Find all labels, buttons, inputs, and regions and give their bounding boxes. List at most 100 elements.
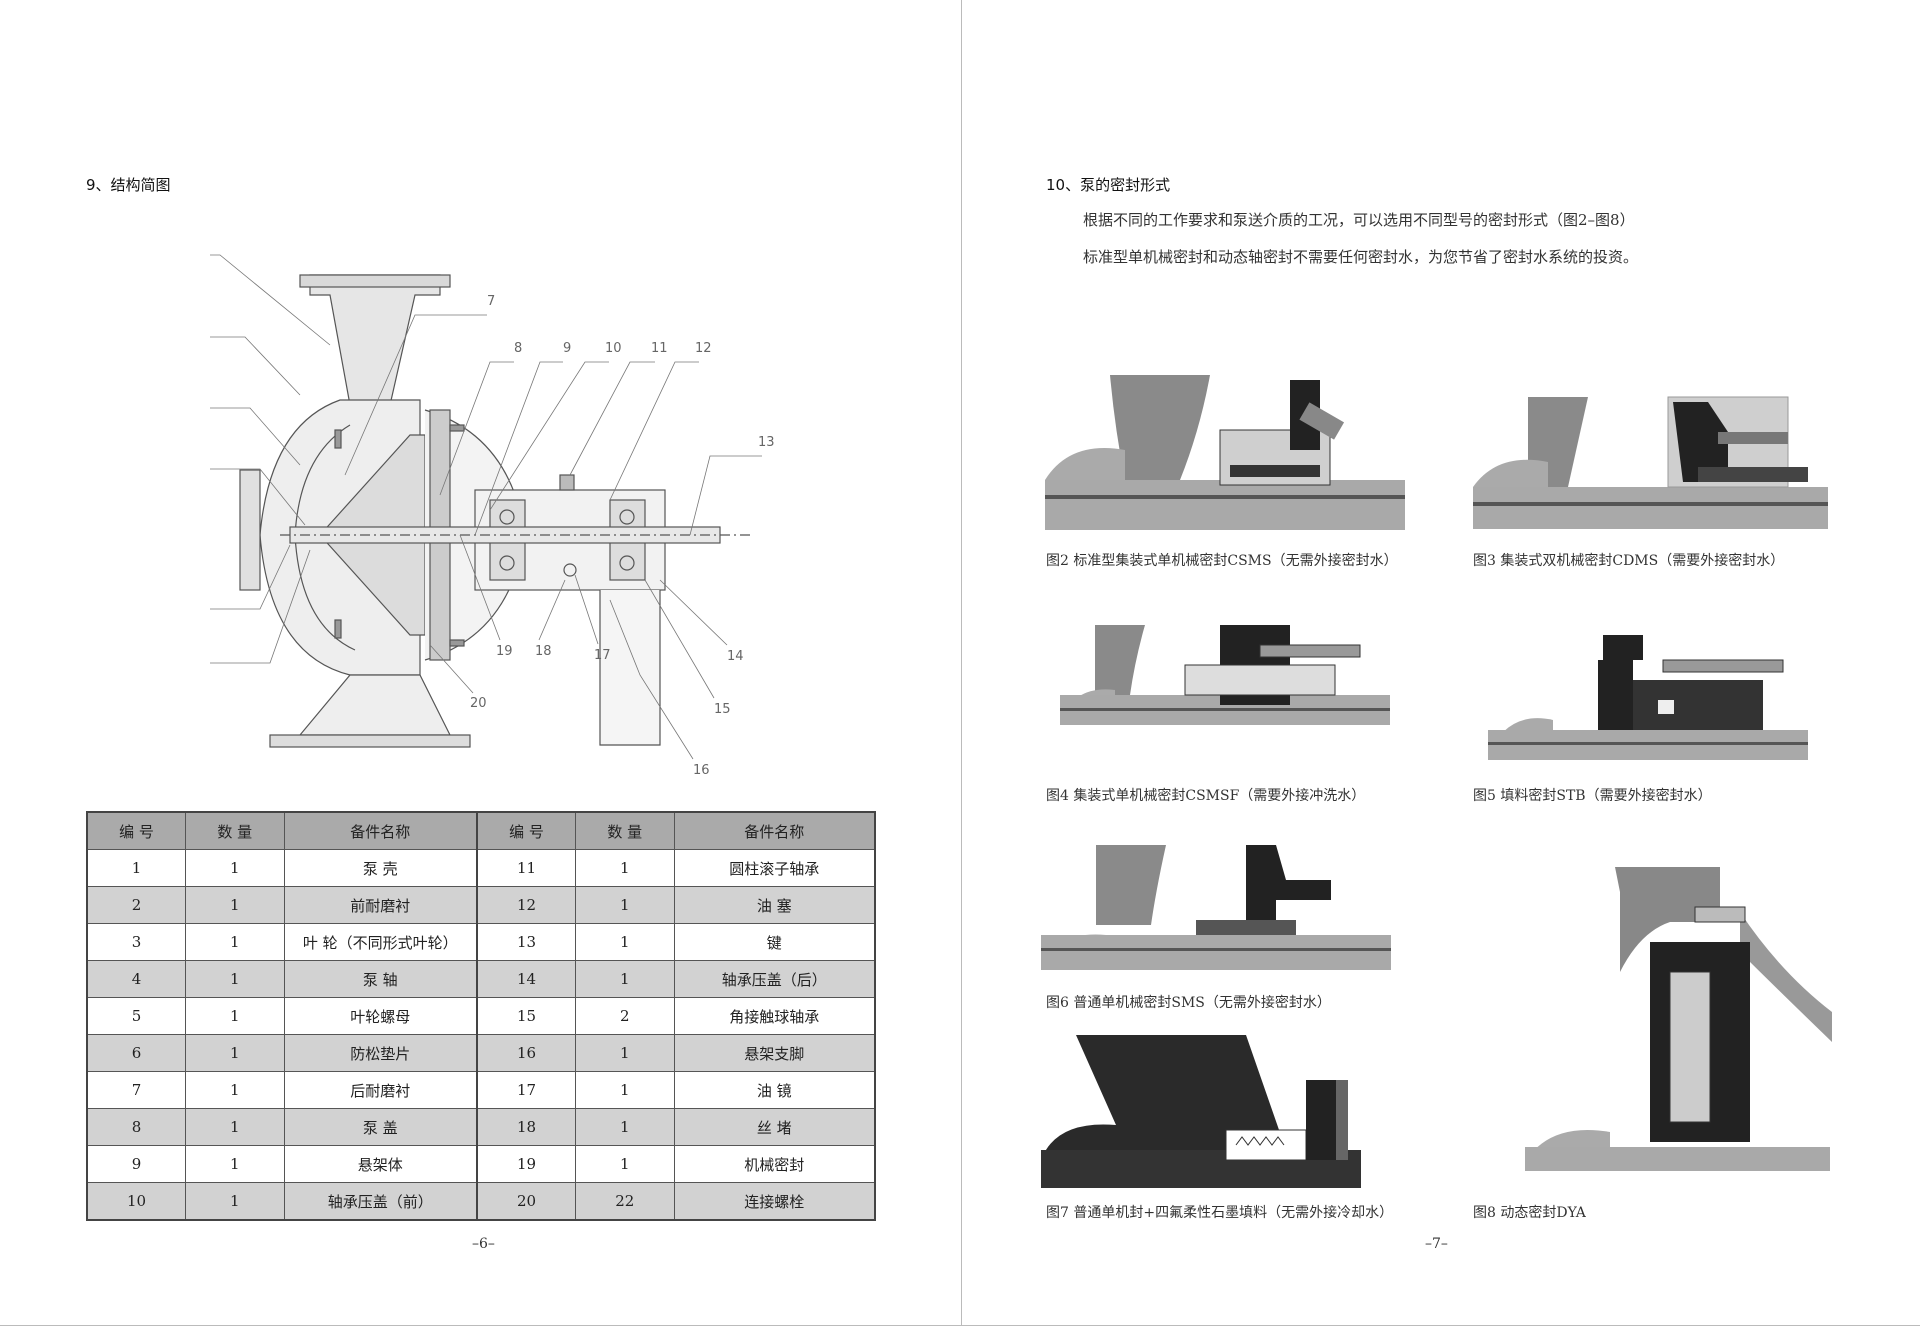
header-quantity: 数 量 [575, 811, 675, 850]
cell-quantity: 1 [185, 1071, 285, 1109]
diagram-label: 15 [714, 702, 731, 717]
diagram-label: 8 [514, 341, 522, 356]
figure-caption-4: 图4 集装式单机械密封CSMSF（需要外接冲洗水） [1046, 788, 1366, 804]
cell-part-name: 前耐磨衬 [283, 886, 478, 924]
figure-caption-6: 图6 普通单机械密封SMS（无需外接密封水） [1046, 995, 1331, 1011]
figure-caption-3: 图3 集装式双机械密封CDMS（需要外接密封水） [1473, 553, 1785, 569]
pump-structure-diagram: 1 2 3 4 5 6 7 8 9 10 11 12 13 14 15 16 1… [210, 254, 775, 778]
cell-number: 15 [476, 997, 577, 1035]
cell-quantity: 1 [575, 1145, 675, 1183]
page-divider [961, 0, 962, 1325]
seal-figure-cdms [1473, 396, 1828, 529]
cell-number: 2 [86, 886, 186, 924]
cell-number: 16 [476, 1034, 577, 1072]
header-part-name: 备件名称 [283, 811, 478, 850]
cell-part-name: 油 镜 [673, 1071, 876, 1109]
diagram-label: 19 [496, 644, 513, 659]
header-part-name: 备件名称 [673, 811, 876, 850]
cell-number: 8 [86, 1108, 186, 1146]
cell-part-name: 泵 轴 [283, 960, 478, 998]
cell-part-name: 叶 轮（不同形式叶轮） [283, 923, 478, 961]
cell-number: 7 [86, 1071, 186, 1109]
cell-part-name: 防松垫片 [283, 1034, 478, 1072]
seal-figure-csmsf [1060, 625, 1390, 725]
section-title-seals: 10、泵的密封形式 [1046, 176, 1171, 194]
cell-number: 9 [86, 1145, 186, 1183]
seal-figure-sms-ptfe [1041, 1035, 1361, 1188]
seal-figure-dya [1525, 867, 1832, 1171]
table-header-row: 编 号 数 量 备件名称 编 号 数 量 备件名称 [86, 811, 876, 850]
section-title-structure: 9、结构简图 [86, 176, 171, 194]
figure-caption-5: 图5 填料密封STB（需要外接密封水） [1473, 788, 1712, 804]
page-bottom-edge [0, 1325, 1920, 1326]
cell-part-name: 泵 盖 [283, 1108, 478, 1146]
cell-number: 3 [86, 923, 186, 961]
diagram-label: 7 [487, 294, 495, 309]
cell-number: 14 [476, 960, 577, 998]
cell-quantity: 1 [575, 960, 675, 998]
figure-caption-8: 图8 动态密封DYA [1473, 1205, 1586, 1221]
cell-quantity: 1 [185, 849, 285, 887]
header-quantity: 数 量 [185, 811, 285, 850]
cell-quantity: 2 [575, 997, 675, 1035]
header-number: 编 号 [476, 811, 577, 850]
diagram-label: 10 [605, 341, 622, 356]
diagram-label: 12 [695, 341, 712, 356]
figure-caption-7: 图7 普通单机封+四氟柔性石墨填料（无需外接冷却水） [1046, 1205, 1394, 1221]
cell-number: 10 [86, 1182, 186, 1221]
cell-number: 4 [86, 960, 186, 998]
cell-quantity: 1 [575, 923, 675, 961]
cell-part-name: 悬架体 [283, 1145, 478, 1183]
cell-number: 19 [476, 1145, 577, 1183]
cell-part-name: 圆柱滚子轴承 [673, 849, 876, 887]
cell-part-name: 连接螺栓 [673, 1182, 876, 1221]
cell-part-name: 后耐磨衬 [283, 1071, 478, 1109]
cell-quantity: 1 [575, 849, 675, 887]
seal-figure-csms [1045, 375, 1405, 530]
cell-part-name: 油 塞 [673, 886, 876, 924]
diagram-label: 11 [651, 341, 668, 356]
cell-number: 11 [476, 849, 577, 887]
cell-quantity: 1 [185, 1182, 285, 1221]
cell-quantity: 1 [185, 1108, 285, 1146]
diagram-label: 9 [563, 341, 571, 356]
cell-number: 20 [476, 1182, 577, 1221]
cell-quantity: 22 [575, 1182, 675, 1221]
cell-number: 18 [476, 1108, 577, 1146]
cell-part-name: 泵 壳 [283, 849, 478, 887]
diagram-label: 13 [758, 435, 775, 450]
intro-paragraph-2: 标准型单机械密封和动态轴密封不需要任何密封水，为您节省了密封水系统的投资。 [1083, 248, 1639, 266]
diagram-label: 14 [727, 649, 744, 664]
cell-part-name: 叶轮螺母 [283, 997, 478, 1035]
cell-number: 13 [476, 923, 577, 961]
diagram-label: 20 [470, 696, 487, 711]
cell-part-name: 丝 堵 [673, 1108, 876, 1146]
page-number-left: –6– [472, 1236, 495, 1252]
diagram-label: 16 [693, 763, 710, 778]
intro-paragraph-1: 根据不同的工作要求和泵送介质的工况，可以选用不同型号的密封形式（图2–图8） [1083, 211, 1635, 229]
cell-quantity: 1 [575, 1071, 675, 1109]
figure-caption-2: 图2 标准型集装式单机械密封CSMS（无需外接密封水） [1046, 553, 1398, 569]
cell-part-name: 角接触球轴承 [673, 997, 876, 1035]
cell-quantity: 1 [575, 1108, 675, 1146]
seal-figure-stb [1488, 635, 1808, 760]
cell-quantity: 1 [575, 1034, 675, 1072]
cell-quantity: 1 [575, 886, 675, 924]
cell-quantity: 1 [185, 923, 285, 961]
cell-number: 1 [86, 849, 186, 887]
cell-quantity: 1 [185, 1034, 285, 1072]
cell-number: 5 [86, 997, 186, 1035]
page-number-right: –7– [1425, 1236, 1448, 1252]
diagram-label: 17 [594, 648, 611, 663]
cell-quantity: 1 [185, 1145, 285, 1183]
cell-part-name: 轴承压盖（后） [673, 960, 876, 998]
